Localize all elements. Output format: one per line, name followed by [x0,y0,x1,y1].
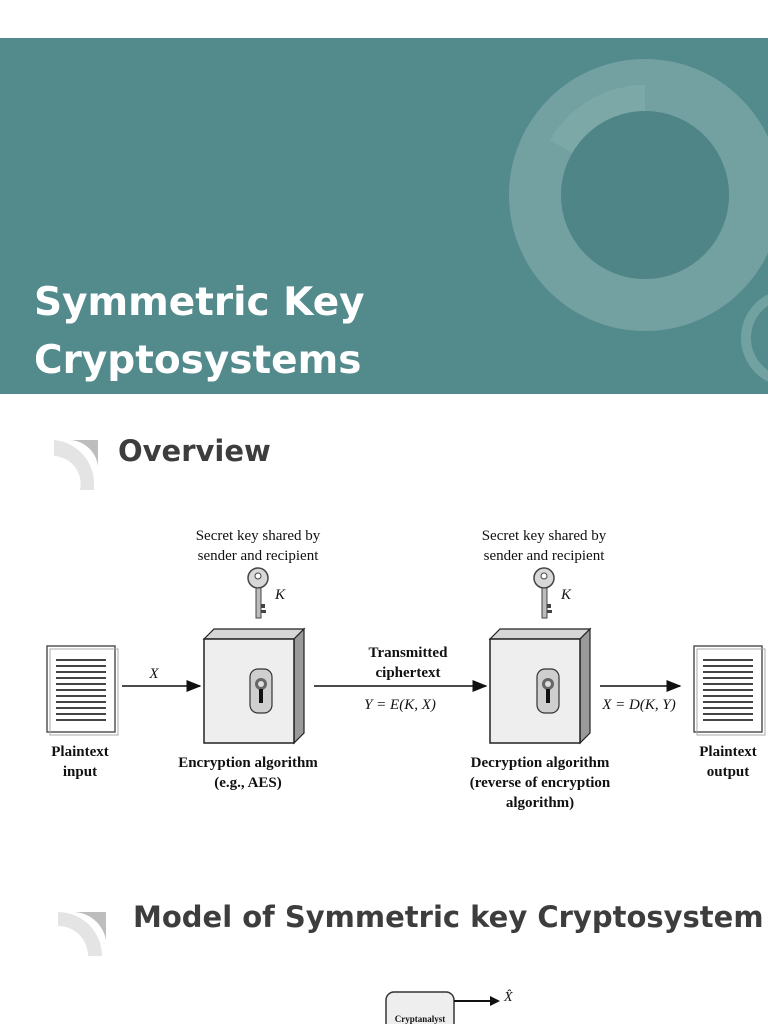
key-symbol-right: K [560,587,571,603]
model-heading: Model of Symmetric key Cryptosystem [133,900,764,934]
key-label-right-line-2: sender and recipient [483,548,605,564]
cryptanalyst-box [385,991,455,1024]
transmitted-ciphertext-label: Transmitted ciphertext [344,643,472,683]
slide-title-line-2: Cryptosystems [34,338,362,383]
x-hat-symbol: X̂ [504,990,513,1005]
key-label-right-line-1: Secret key shared by [481,528,607,544]
section-bullet-icon [58,911,106,956]
encryption-algorithm-label: Encryption algorithm (e.g., AES) [160,753,336,793]
key-icon [533,567,555,619]
section-bullet-icon [54,439,98,490]
cryptanalyst-label: Cryptanalyst [394,1014,446,1024]
symmetric-encryption-diagram [46,567,766,745]
transmitted-line-1: Transmitted [368,645,448,661]
decryption-line-1: Decryption algorithm [470,755,610,771]
plaintext-output-line-1: Plaintext [699,744,757,760]
transmitted-line-2: ciphertext [375,665,441,681]
decryption-line-2: (reverse of encryption [469,775,611,791]
plaintext-input-label: Plaintext input [34,742,126,782]
key-label-left-line-1: Secret key shared by [195,528,321,544]
plaintext-input-line-2: input [62,764,98,780]
key-label-right: Secret key shared by sender and recipien… [454,526,634,566]
plaintext-output-line-2: output [706,764,750,780]
plaintext-input-document-icon [46,645,119,736]
plaintext-input-line-1: Plaintext [51,744,109,760]
encryption-box [202,627,306,745]
decryption-line-3: algorithm) [505,795,575,811]
lock-icon [249,668,273,714]
plaintext-output-document-icon [693,645,766,736]
slide-title-line-1: Symmetric Key [34,280,365,325]
decryption-algorithm-label: Decryption algorithm (reverse of encrypt… [452,753,628,813]
key-symbol-left: K [274,587,285,603]
encryption-line-2: (e.g., AES) [214,775,282,791]
decorative-ring-graphic [509,59,768,382]
overview-heading: Overview [118,434,271,468]
key-label-left-line-2: sender and recipient [197,548,319,564]
input-symbol: X [149,666,159,682]
plaintext-output-label: Plaintext output [682,742,768,782]
key-label-left: Secret key shared by sender and recipien… [168,526,348,566]
title-banner: Symmetric Key Cryptosystems [0,38,768,394]
lock-icon [536,668,560,714]
cipher-formula: Y = E(K, X) [364,697,436,713]
key-icon [247,567,269,619]
encryption-line-1: Encryption algorithm [178,755,318,771]
output-formula: X = D(K, Y) [602,697,676,713]
model-diagram [385,991,500,1024]
decryption-box [488,627,592,745]
slide-title: Symmetric Key Cryptosystems [34,274,365,390]
